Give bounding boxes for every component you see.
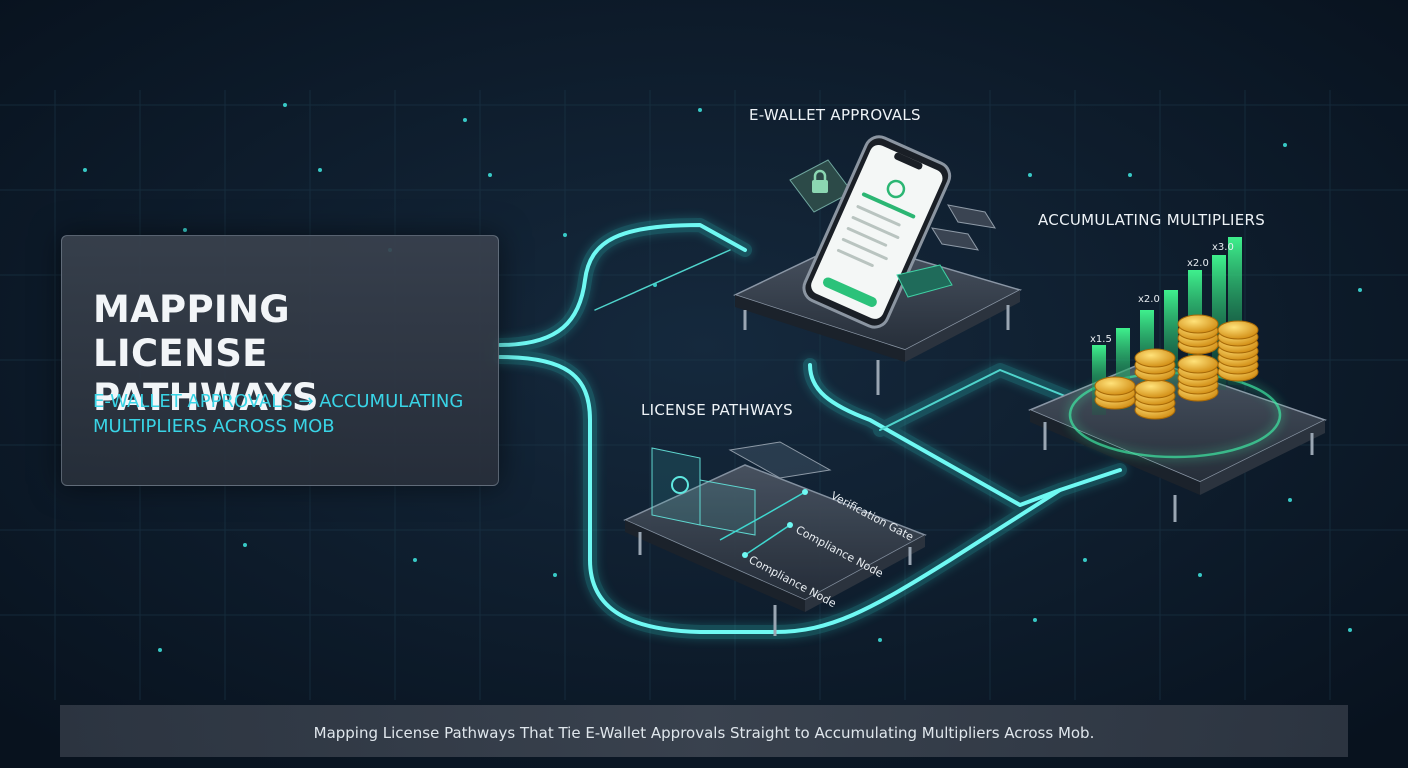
- accumulating-multipliers-label: ACCUMULATING MULTIPLIERS: [1038, 211, 1266, 229]
- license-pathways-label: LICENSE PATHWAYS: [641, 401, 793, 419]
- coin: [1177, 314, 1219, 334]
- pathway-lines: [493, 218, 1127, 639]
- multiplier-label: x2.0: [1138, 294, 1160, 305]
- coin: [1094, 376, 1136, 396]
- page-subtitle: E-WALLET APPROVALS → ACCUMULATING MULTIP…: [93, 391, 464, 437]
- license-platform: [623, 441, 927, 636]
- coin: [1134, 348, 1176, 368]
- title-card: MAPPING LICENSE PATHWAYS E-WALLET APPROV…: [61, 235, 499, 486]
- coin-stacks: [1094, 314, 1259, 420]
- page-title: MAPPING LICENSE PATHWAYS: [93, 288, 319, 419]
- coin: [1177, 354, 1219, 374]
- caption-text: Mapping License Pathways That Tie E-Wall…: [313, 724, 1095, 742]
- ewallet-approvals-label: E-WALLET APPROVALS: [749, 106, 921, 124]
- coin: [1134, 379, 1176, 399]
- multiplier-label: x1.5: [1090, 334, 1112, 345]
- multiplier-label: x2.0: [1187, 258, 1209, 269]
- phone: [802, 135, 952, 329]
- notification-cards: [896, 204, 997, 298]
- multiplier-label: x3.0: [1212, 242, 1234, 253]
- coin: [1217, 320, 1259, 340]
- caption-bar: Mapping License Pathways That Tie E-Wall…: [60, 705, 1348, 757]
